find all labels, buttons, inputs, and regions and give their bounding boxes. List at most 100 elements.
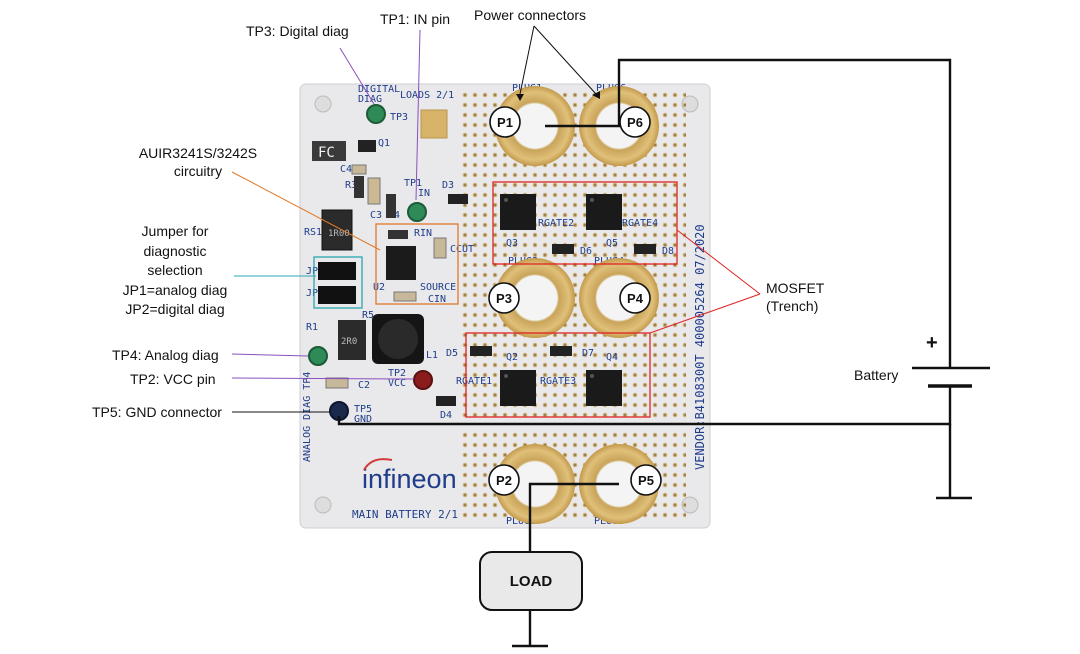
leader-tp4 — [231, 353, 309, 357]
silk-loads: LOADS 2/1 — [400, 90, 454, 101]
silk-tp3: TP3 — [390, 112, 408, 123]
mosfet-highlight-bottom — [465, 332, 651, 418]
leader-power-1 — [519, 25, 535, 95]
label-auir-line1: AUIR3241S/3242S — [138, 145, 258, 161]
component-r4 — [386, 194, 396, 218]
silk-c3: C3 — [370, 210, 382, 221]
label-mosfet-line2: (Trench) — [766, 298, 819, 314]
silk-q3: Q3 — [506, 238, 518, 249]
brand-logo: infineon — [362, 464, 457, 494]
component-ccut — [433, 237, 447, 259]
pad-p1-label: P1 — [497, 115, 513, 130]
label-auir: AUIR3241S/3242S circuitry — [128, 144, 268, 180]
silk-c4: C4 — [340, 164, 352, 175]
fc-mark-box — [312, 141, 346, 161]
mosfet-highlight-top — [492, 181, 678, 265]
component-rin — [388, 230, 408, 239]
component-cin — [393, 291, 417, 302]
label-power-connectors: Power connectors — [474, 7, 587, 23]
component-d5 — [470, 346, 492, 356]
label-jumper-line2: diagnostic — [143, 242, 207, 259]
pad-p2-label: P2 — [496, 473, 512, 488]
silk-d4: D4 — [440, 410, 452, 421]
jumper-jp1 — [318, 286, 356, 304]
silk-q4: Q4 — [606, 352, 618, 363]
component-u2 — [386, 246, 416, 280]
silk-q2: Q2 — [506, 352, 518, 363]
wire-battery-positive — [545, 58, 952, 368]
label-jumper: Jumper for diagnostic selection JP1=anal… — [100, 222, 250, 320]
silk-r3: R3 — [345, 180, 357, 191]
component-c2 — [325, 377, 349, 389]
silk-d8: D8 — [662, 246, 674, 257]
silk-plug2: PLUG2 — [506, 516, 536, 527]
label-jumper-line5: JP2=digital diag — [125, 301, 225, 317]
load-label: LOAD — [510, 573, 553, 590]
silk-in: IN — [418, 188, 430, 199]
arrowhead — [592, 91, 600, 99]
label-auir-line2: circuitry — [173, 163, 223, 179]
mosfet-q5 — [586, 194, 622, 230]
silk-jp2: JP2 — [306, 266, 324, 277]
pad-p3: P3 — [488, 282, 520, 314]
fc-mark: FC — [318, 145, 335, 161]
mount-hole — [314, 496, 332, 514]
silk-l1: L1 — [426, 350, 438, 361]
connector-ring-p1 — [495, 86, 575, 166]
pad-p1: P1 — [489, 106, 521, 138]
label-mosfet-line1: MOSFET — [766, 280, 825, 296]
pad-p5: P5 — [630, 464, 662, 496]
svg-text:2R0: 2R0 — [341, 337, 357, 347]
silk-gnd: GND — [354, 414, 372, 425]
pad-p4: P4 — [619, 282, 651, 314]
component-d6 — [552, 244, 574, 254]
inductor-l1 — [372, 314, 424, 364]
leader-tp3 — [339, 47, 375, 105]
leader-tp2 — [231, 377, 415, 380]
wire-battery-negative — [337, 396, 952, 426]
silk-q5: Q5 — [606, 238, 618, 249]
label-jumper-line3: selection — [147, 262, 203, 278]
silk-jp1: JP1 — [306, 288, 324, 299]
pad-p4-label: P4 — [627, 291, 644, 306]
label-tp5: TP5: GND connector — [92, 404, 222, 420]
silk-rgate3: RGATE3 — [540, 376, 576, 387]
silk-u2: U2 — [373, 282, 385, 293]
silk-rgate2: RGATE2 — [538, 218, 574, 229]
silk-main-battery: MAIN BATTERY 2/1 — [352, 508, 458, 521]
silk-cin: CIN — [428, 294, 446, 305]
load-box — [479, 551, 583, 611]
arrowhead — [516, 94, 524, 101]
leader-mosfet-top — [676, 229, 761, 295]
component-q1 — [358, 140, 376, 152]
testpoint-tp2 — [413, 370, 433, 390]
pad-p6-label: P6 — [627, 115, 643, 130]
label-tp3: TP3: Digital diag — [246, 23, 349, 39]
silk-ccut: CCUT — [450, 244, 474, 255]
silk-vendor: VENDOR:B4108300T 400005264 07/2020 — [693, 224, 707, 470]
mount-hole — [314, 95, 332, 113]
pad-p6: P6 — [619, 106, 651, 138]
silk-source: SOURCE — [420, 282, 456, 293]
wire-load — [528, 482, 619, 552]
label-tp4: TP4: Analog diag — [112, 347, 219, 363]
label-jumper-line1: Jumper for — [141, 223, 209, 239]
silk-analog-diag: ANALOG DIAG TP4 — [302, 372, 313, 462]
leader-auir — [231, 171, 381, 251]
silk-rgate1: RGATE1 — [456, 376, 492, 387]
silk-d3: D3 — [442, 180, 454, 191]
leader-mosfet-bottom — [649, 293, 761, 334]
brand-swoosh — [363, 458, 393, 471]
silk-d6: D6 — [580, 246, 592, 257]
component-rs1: 1R00 — [321, 209, 353, 251]
testpoint-tp4 — [308, 346, 328, 366]
silk-tp1: TP1 — [404, 178, 422, 189]
label-battery-plus: + — [926, 332, 938, 354]
label-battery: Battery — [854, 367, 899, 383]
silk-r5: R5 — [362, 310, 374, 321]
pad-p5-label: P5 — [638, 473, 654, 488]
connector-ring-p4 — [579, 258, 659, 338]
silk-d7: D7 — [582, 348, 594, 359]
silk-rin: RIN — [414, 228, 432, 239]
